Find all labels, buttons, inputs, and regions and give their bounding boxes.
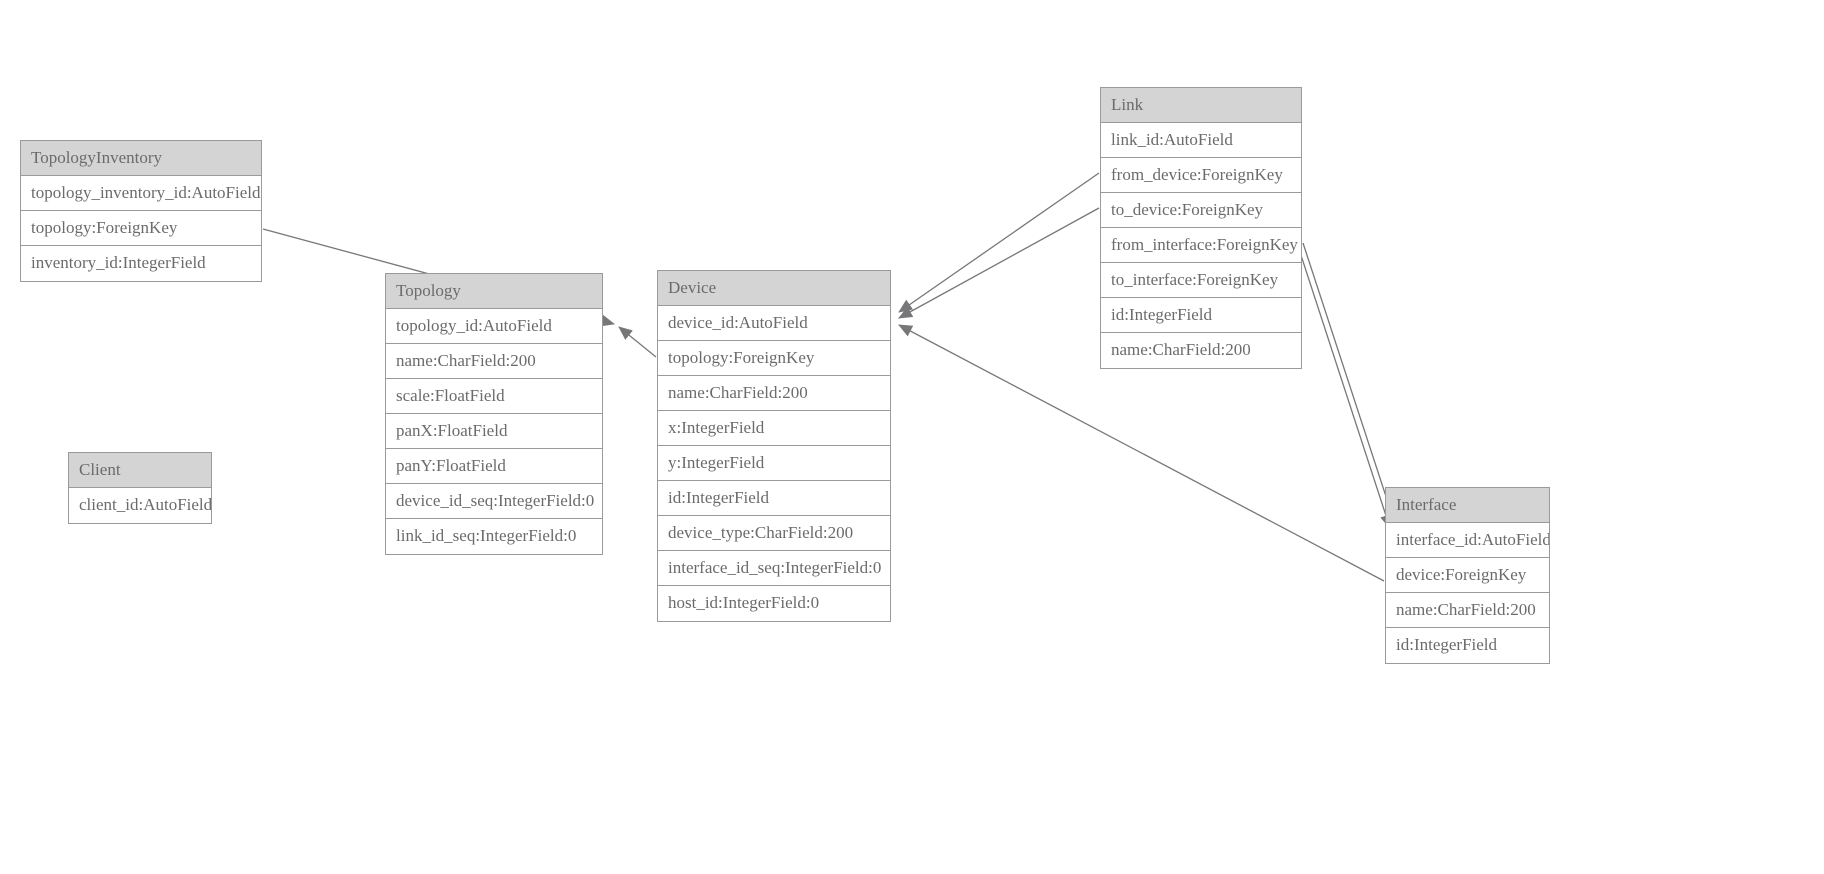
entity-field-row[interactable]: device:ForeignKey — [1386, 558, 1549, 593]
entity-field-row[interactable]: topology:ForeignKey — [658, 341, 890, 376]
entity-field-row[interactable]: interface_id:AutoField — [1386, 523, 1549, 558]
edge-device-topology — [618, 326, 657, 358]
edge-link-from-interface — [1296, 242, 1392, 529]
entity-field-row[interactable]: name:CharField:200 — [1101, 333, 1301, 368]
entity-field-row[interactable]: interface_id_seq:IntegerField:0 — [658, 551, 890, 586]
entity-field-row[interactable]: from_device:ForeignKey — [1101, 158, 1301, 193]
entity-field-row[interactable]: name:CharField:200 — [1386, 593, 1549, 628]
entity-field-row[interactable]: from_interface:ForeignKey — [1101, 228, 1301, 263]
entity-field-row[interactable]: topology_id:AutoField — [386, 309, 602, 344]
entity-field-row[interactable]: scale:FloatField — [386, 379, 602, 414]
entity-field-row[interactable]: topology_inventory_id:AutoField — [21, 176, 261, 211]
entity-field-row[interactable]: inventory_id:IntegerField — [21, 246, 261, 281]
entity-title-topology: Topology — [386, 274, 602, 309]
entity-field-row[interactable]: device_type:CharField:200 — [658, 516, 890, 551]
edge-link-to-interface — [1302, 242, 1398, 528]
entity-field-row[interactable]: id:IntegerField — [658, 481, 890, 516]
entity-field-row[interactable]: id:IntegerField — [1101, 298, 1301, 333]
entity-field-row[interactable]: name:CharField:200 — [658, 376, 890, 411]
entity-title-client: Client — [69, 453, 211, 488]
entity-field-row[interactable]: to_interface:ForeignKey — [1101, 263, 1301, 298]
entity-field-row[interactable]: panY:FloatField — [386, 449, 602, 484]
entity-field-row[interactable]: y:IntegerField — [658, 446, 890, 481]
entity-field-row[interactable]: name:CharField:200 — [386, 344, 602, 379]
entity-field-row[interactable]: device_id_seq:IntegerField:0 — [386, 484, 602, 519]
entity-field-row[interactable]: link_id_seq:IntegerField:0 — [386, 519, 602, 554]
entity-title-interface: Interface — [1386, 488, 1549, 523]
entity-title-link: Link — [1101, 88, 1301, 123]
edge-link-from-device — [898, 172, 1100, 313]
entity-field-row[interactable]: topology:ForeignKey — [21, 211, 261, 246]
entity-field-row[interactable]: client_id:AutoField — [69, 488, 211, 523]
entity-field-row[interactable]: link_id:AutoField — [1101, 123, 1301, 158]
entity-field-row[interactable]: device_id:AutoField — [658, 306, 890, 341]
entity-field-row[interactable]: id:IntegerField — [1386, 628, 1549, 663]
entity-field-row[interactable]: x:IntegerField — [658, 411, 890, 446]
entity-field-row[interactable]: panX:FloatField — [386, 414, 602, 449]
entity-field-row[interactable]: host_id:IntegerField:0 — [658, 586, 890, 621]
entity-field-row[interactable]: to_device:ForeignKey — [1101, 193, 1301, 228]
entity-title-device: Device — [658, 271, 890, 306]
entity-title-topology_inventory: TopologyInventory — [21, 141, 261, 176]
edge-link-to-device — [898, 207, 1100, 319]
